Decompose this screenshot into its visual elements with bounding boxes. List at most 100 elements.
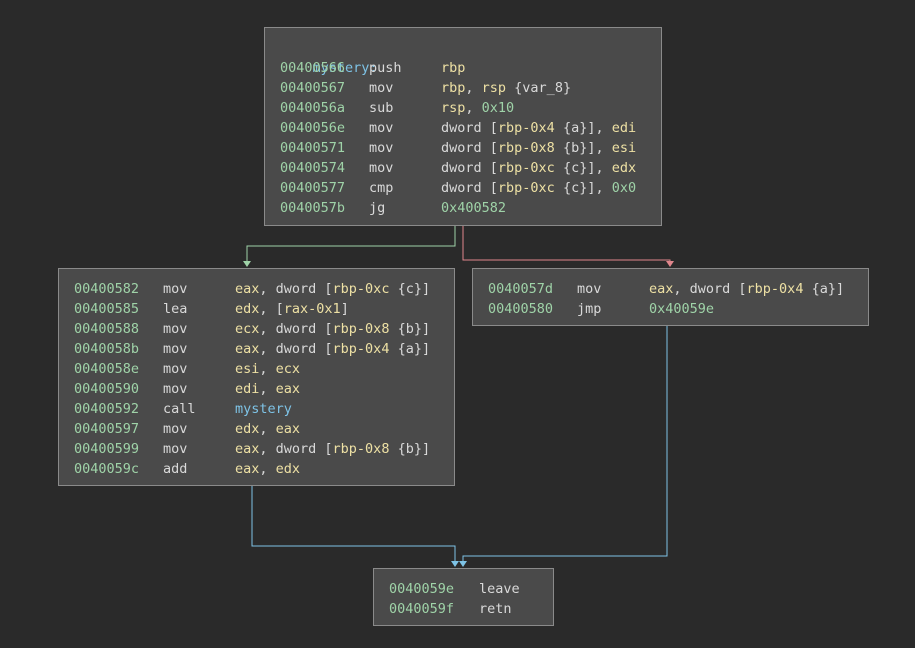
operand-token[interactable]: eax [235,441,260,457]
instruction-mnemonic[interactable]: mov [163,421,188,437]
operand-token[interactable]: rbp-0x8 [497,140,555,156]
instruction-line[interactable]: 0040057b jg 0x400582 [280,198,661,218]
operand-token[interactable]: rbp-0x4 [746,281,804,297]
operand-token[interactable]: eax [235,461,260,477]
instruction-line[interactable]: 0040059e leave [389,579,553,599]
operand-token[interactable]: rsp [441,100,466,116]
operand-token[interactable]: edx [611,160,637,176]
operand-token[interactable]: 0x0 [611,180,637,196]
instruction-address[interactable]: 0040058e [74,361,140,377]
instruction-address[interactable]: 00400597 [74,421,140,437]
instruction-mnemonic[interactable]: push [369,60,402,76]
operand-token[interactable]: rbp-0xc [497,180,555,196]
instruction-mnemonic[interactable]: mov [163,361,188,377]
basic-block-exit[interactable]: 0040059e leave 0040059f retn [373,568,554,626]
operand-token[interactable]: rbp-0x4 [332,341,390,357]
instruction-address[interactable]: 0040056e [280,120,346,136]
operand-token[interactable]: rbp-0x8 [332,441,390,457]
operand-token[interactable]: rbp [441,60,466,76]
operand-token[interactable]: 0x400582 [441,200,507,216]
operand-token[interactable]: rbp [441,80,466,96]
instruction-address[interactable]: 00400574 [280,160,346,176]
instruction-mnemonic[interactable]: retn [479,601,512,617]
instruction-address[interactable]: 0040057d [488,281,554,297]
instruction-address[interactable]: 00400567 [280,80,346,96]
instruction-mnemonic[interactable]: mov [369,80,394,96]
operand-token[interactable]: 0x10 [481,100,515,116]
operand-token[interactable]: rbp-0x4 [497,120,555,136]
instruction-mnemonic[interactable]: mov [163,381,188,397]
operand-token[interactable]: edi [611,120,637,136]
operand-token[interactable]: 0x40059e [649,301,715,317]
operand-token[interactable]: eax [275,381,301,397]
function-label[interactable]: mystery: [280,38,661,76]
instruction-mnemonic[interactable]: mov [163,281,188,297]
operand-token[interactable]: edx [235,421,260,437]
operand-token[interactable]: edx [275,461,301,477]
instruction-line[interactable]: 00400592 call mystery [74,399,454,419]
instruction-line[interactable]: 00400566 push rbp [280,58,661,78]
instruction-address[interactable]: 0040059f [389,601,455,617]
instruction-address[interactable]: 00400577 [280,180,346,196]
instruction-address[interactable]: 00400590 [74,381,140,397]
instruction-mnemonic[interactable]: mov [577,281,602,297]
instruction-mnemonic[interactable]: jmp [577,301,602,317]
instruction-line[interactable]: 0040059f retn [389,599,553,619]
instruction-line[interactable]: 00400580 jmp 0x40059e [488,299,868,319]
instruction-address[interactable]: 00400585 [74,301,140,317]
instruction-mnemonic[interactable]: mov [369,140,394,156]
instruction-mnemonic[interactable]: mov [369,120,394,136]
operand-token[interactable]: edx [235,301,260,317]
operand-token[interactable]: rbp-0x8 [332,321,390,337]
instruction-mnemonic[interactable]: sub [369,100,394,116]
operand-token[interactable]: rbp-0xc [332,281,390,297]
instruction-mnemonic[interactable]: leave [479,581,520,597]
instruction-address[interactable]: 00400599 [74,441,140,457]
instruction-address[interactable]: 00400588 [74,321,140,337]
instruction-address[interactable]: 00400592 [74,401,140,417]
operand-token[interactable]: rsp [481,80,507,96]
operand-token[interactable]: rbp-0xc [497,160,555,176]
instruction-mnemonic[interactable]: jg [369,200,386,216]
instruction-mnemonic[interactable]: cmp [369,180,394,196]
instruction-address[interactable]: 0040059c [74,461,140,477]
instruction-address[interactable]: 00400582 [74,281,140,297]
operand-token[interactable]: eax [235,281,260,297]
instruction-mnemonic[interactable]: call [163,401,196,417]
instruction-address[interactable]: 00400580 [488,301,554,317]
instruction-address[interactable]: 0040059e [389,581,455,597]
instruction-address[interactable]: 0040057b [280,200,346,216]
instruction-address[interactable]: 0040058b [74,341,140,357]
instruction-address[interactable]: 00400566 [280,60,346,76]
operand-token[interactable]: ecx [275,361,301,377]
operand-token[interactable]: ecx [235,321,260,337]
operand-token[interactable]: edi [235,381,260,397]
operand-token[interactable]: esi [235,361,260,377]
instruction-mnemonic[interactable]: mov [163,321,188,337]
operand-token[interactable]: esi [611,140,637,156]
call-target-link[interactable]: mystery [235,401,292,417]
operand-token[interactable]: eax [275,421,301,437]
instruction-mnemonic[interactable]: mov [163,441,188,457]
operand-token[interactable]: eax [649,281,674,297]
function-name[interactable]: mystery: [312,60,378,76]
instruction-mnemonic[interactable]: add [163,461,188,477]
operand-token[interactable]: rax-0x1 [283,301,341,317]
